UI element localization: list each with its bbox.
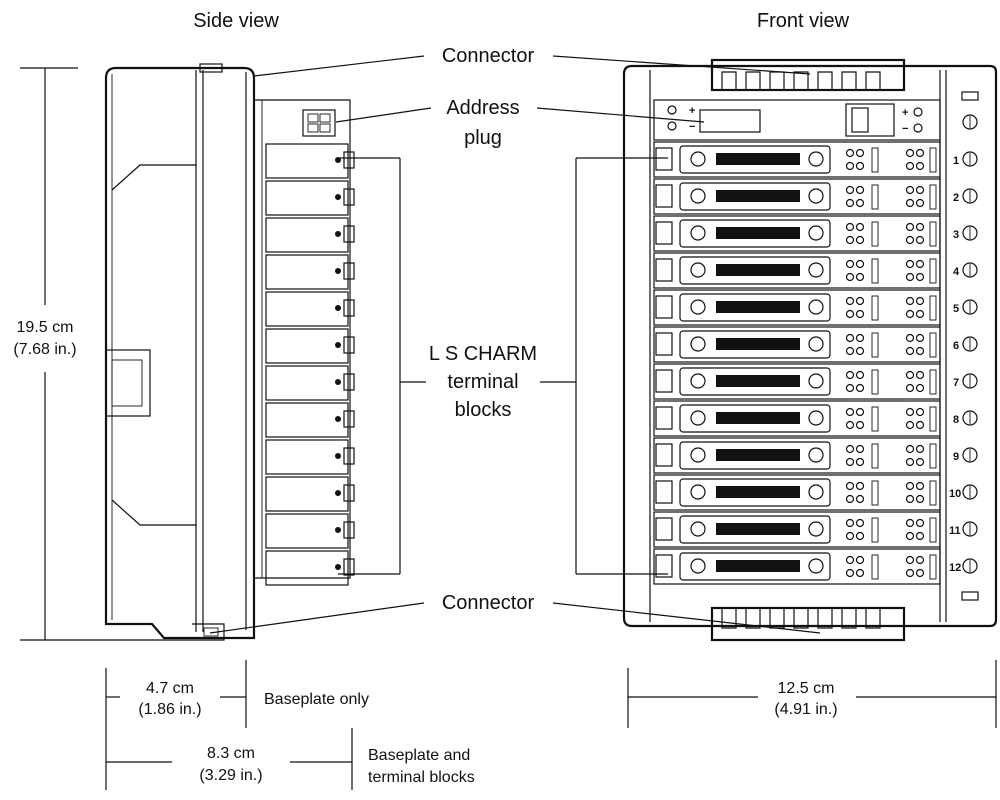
front-charm-rows (653, 141, 941, 585)
front-view-drawing: + − + − (622, 58, 998, 642)
slot-number: 4 (953, 266, 960, 278)
front-view-title: Front view (757, 10, 850, 32)
charm-row (653, 511, 941, 548)
height-imperial: (7.68 in.) (13, 341, 76, 358)
charm-row (653, 548, 941, 585)
side-view-title: Side view (193, 10, 279, 32)
charm-row (653, 363, 941, 400)
slot-number: 2 (953, 192, 959, 204)
slot-number: 6 (953, 340, 959, 352)
slot-number: 10 (949, 488, 961, 500)
height-metric: 19.5 cm (17, 319, 74, 336)
depth-baseplate-dimension: 4.7 cm (1.86 in.) Baseplate only (105, 660, 369, 790)
charm-row (653, 215, 941, 252)
depth-baseplate-note: Baseplate only (264, 691, 369, 708)
psu-minus-sign: − (902, 123, 908, 135)
plug-minus-sign: − (689, 121, 695, 133)
charm-row (653, 178, 941, 215)
callout-address-line-2: plug (464, 127, 502, 149)
charm-row (653, 437, 941, 474)
side-terminal-blocks (265, 143, 355, 586)
depth-total-imperial: (3.29 in.) (199, 767, 262, 784)
callout-charm-line-2: terminal (447, 371, 518, 393)
depth-baseplate-imperial: (1.86 in.) (138, 701, 201, 718)
slot-number-column: 1 2 3 4 5 6 7 8 9 10 11 12 (949, 155, 961, 574)
charm-row (653, 326, 941, 363)
charm-row (653, 400, 941, 437)
charm-row (653, 252, 941, 289)
slot-number: 12 (949, 562, 961, 574)
charm-row (653, 141, 941, 178)
callout-connector-bottom: Connector (442, 592, 535, 614)
side-view-drawing (104, 63, 355, 641)
slot-number: 7 (953, 377, 959, 389)
callout-address-line-1: Address (446, 97, 519, 119)
depth-total-metric: 8.3 cm (207, 745, 255, 762)
callout-charm-line-3: blocks (455, 399, 512, 421)
slot-number: 5 (953, 303, 959, 315)
slot-number: 11 (949, 525, 961, 537)
width-imperial: (4.91 in.) (774, 701, 837, 718)
width-dimension: 12.5 cm (4.91 in.) (627, 660, 997, 728)
depth-total-dimension: 8.3 cm (3.29 in.) Baseplate and terminal… (106, 728, 475, 790)
slot-number: 8 (953, 414, 959, 426)
charm-row (653, 474, 941, 511)
plug-plus-sign: + (689, 105, 695, 117)
front-top-connector (710, 58, 906, 92)
slot-number: 1 (953, 155, 959, 167)
front-address-plug-row: + − + − (653, 99, 941, 141)
charm-row (653, 289, 941, 326)
slot-number: 3 (953, 229, 959, 241)
psu-plus-sign: + (902, 107, 908, 119)
slot-number: 9 (953, 451, 959, 463)
callout-connector-top: Connector (442, 45, 535, 67)
callout-charm-line-1: L S CHARM (429, 343, 537, 365)
depth-total-note-1: Baseplate and (368, 747, 470, 764)
depth-total-note-2: terminal blocks (368, 769, 475, 786)
screw-column (961, 91, 979, 601)
depth-baseplate-metric: 4.7 cm (146, 680, 194, 697)
width-metric: 12.5 cm (778, 680, 835, 697)
height-dimension: 19.5 cm (7.68 in.) (13, 67, 200, 641)
